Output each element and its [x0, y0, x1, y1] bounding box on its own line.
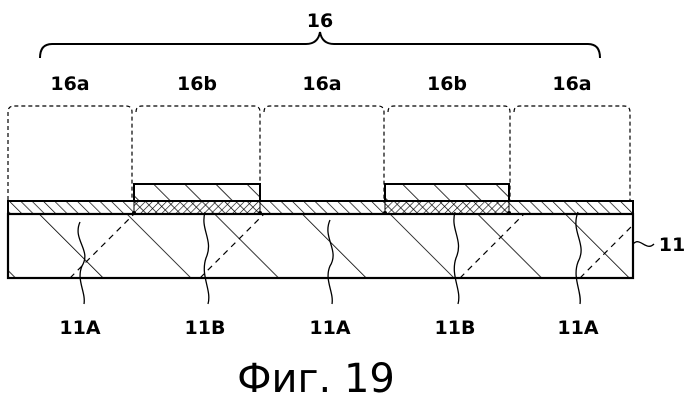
- label-16: 16: [307, 10, 333, 32]
- label-11: 11: [659, 234, 685, 256]
- region-brackets: [8, 106, 630, 200]
- label-16a-2: 16a: [302, 73, 341, 95]
- label-11A-2: 11A: [309, 317, 350, 339]
- label-11B-2: 11B: [435, 317, 476, 339]
- label-11A-1: 11A: [59, 317, 100, 339]
- label-16b-1: 16b: [177, 73, 217, 95]
- label-16a-3: 16a: [552, 73, 591, 95]
- bump-16b-1: [134, 184, 260, 201]
- surface-layer-16b-1: [134, 201, 260, 214]
- surface-layer-16b-2: [385, 201, 509, 214]
- brace-16: [40, 32, 600, 58]
- surface-layer: [8, 201, 633, 214]
- label-16b-2: 16b: [427, 73, 467, 95]
- bump-16b-2: [385, 184, 509, 201]
- label-11B-1: 11B: [185, 317, 226, 339]
- label-11A-3: 11A: [557, 317, 598, 339]
- substrate-11: [8, 214, 633, 278]
- figure-caption: Фиг. 19: [237, 356, 395, 402]
- label-16a-1: 16a: [50, 73, 89, 95]
